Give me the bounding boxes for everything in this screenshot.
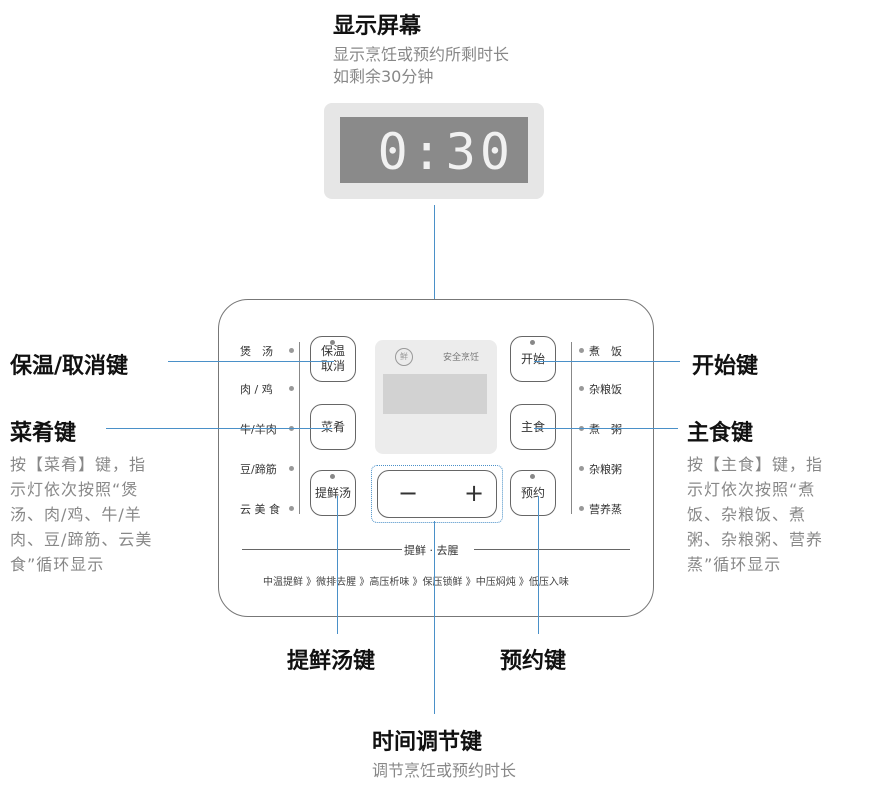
display-screen-panel: 0:30: [340, 117, 528, 183]
time-adjust-callout-desc: 调节烹饪或预约时长: [372, 761, 517, 780]
fresh-soup-leader: [337, 496, 338, 634]
indicator-led: [289, 386, 294, 391]
fresh-line-left: [242, 549, 402, 550]
fresh-soup-callout: 提鲜汤键: [287, 649, 376, 674]
dishes-callout: 菜肴键: [10, 421, 77, 446]
seal-icon: 鲜: [395, 348, 413, 366]
menu-label-bean-tendon: 豆/蹄筋: [240, 463, 277, 476]
time-adjust-leader: [434, 521, 435, 714]
indicator-led: [579, 466, 584, 471]
dishes-button[interactable]: 菜肴: [310, 404, 356, 450]
indicator-led: [289, 466, 294, 471]
cooking-stage-flow: 中温提鲜 》微排去腥 》高压析味 》保压锁鲜 》中压焖炖 》低压入味: [263, 577, 569, 588]
staple-food-button[interactable]: 主食: [510, 404, 556, 450]
indicator-led: [289, 348, 294, 353]
display-screen-illustration: 0:30: [324, 103, 544, 199]
menu-label-cloud-recipe: 云 美 食: [240, 503, 280, 516]
indicator-led: [579, 348, 584, 353]
time-adjust-button[interactable]: − +: [377, 470, 497, 518]
safe-cooking-label: 安全烹饪: [443, 353, 480, 363]
keep-warm-callout: 保温/取消键: [10, 354, 129, 379]
panel-display-window: [383, 374, 487, 414]
indicator-led: [579, 506, 584, 511]
indicator-led: [289, 506, 294, 511]
reserve-leader: [538, 496, 539, 634]
panel-display: 鲜 安全烹饪: [375, 340, 497, 454]
menu-label-grain-congee: 杂粮粥: [589, 463, 622, 476]
display-callout-desc: 显示烹饪或预约所剩时长 如剩余30分钟: [333, 45, 510, 86]
button-led: [330, 340, 335, 345]
button-led: [330, 474, 335, 479]
staple-leader: [534, 428, 678, 429]
menu-label-meat-chicken: 肉 / 鸡: [240, 383, 273, 396]
fresh-line-right: [474, 549, 630, 550]
start-callout: 开始键: [692, 354, 759, 379]
minus-icon[interactable]: −: [398, 479, 419, 507]
staple-callout: 主食键: [687, 421, 754, 446]
reserve-callout: 预约键: [500, 649, 567, 674]
menu-label-cook-rice: 煮 饭: [589, 345, 622, 358]
menu-label-grain-rice: 杂粮饭: [589, 383, 622, 396]
keep-warm-leader: [168, 361, 334, 362]
display-digits: 0:30: [377, 123, 514, 181]
start-leader: [534, 361, 680, 362]
time-adjust-area: − +: [371, 465, 503, 523]
dishes-callout-desc: 按【菜肴】键，指 示灯依次按照“煲 汤、肉/鸡、牛/羊 肉、豆/蹄筋、云美 食”…: [10, 455, 153, 574]
button-led: [530, 474, 535, 479]
time-adjust-callout: 时间调节键: [372, 730, 483, 755]
display-leader-line: [434, 205, 435, 375]
button-led: [530, 340, 535, 345]
dishes-leader: [106, 428, 332, 429]
menu-label-steam: 营养蒸: [589, 503, 622, 516]
display-callout-title: 显示屏幕: [333, 14, 422, 39]
menu-label-congee: 煮 粥: [589, 423, 622, 436]
fresh-line-label: 提鲜 · 去腥: [404, 544, 459, 557]
staple-callout-desc: 按【主食】键，指 示灯依次按照“煮 饭、杂粮饭、煮 粥、杂粮粥、营养 蒸”循环显…: [687, 455, 824, 574]
menu-label-soup: 煲 汤: [240, 345, 273, 358]
fresh-soup-button[interactable]: 提鲜汤: [310, 470, 356, 516]
plus-icon[interactable]: +: [464, 479, 485, 507]
indicator-led: [579, 386, 584, 391]
menu-label-beef-lamb: 牛/羊肉: [240, 423, 277, 436]
